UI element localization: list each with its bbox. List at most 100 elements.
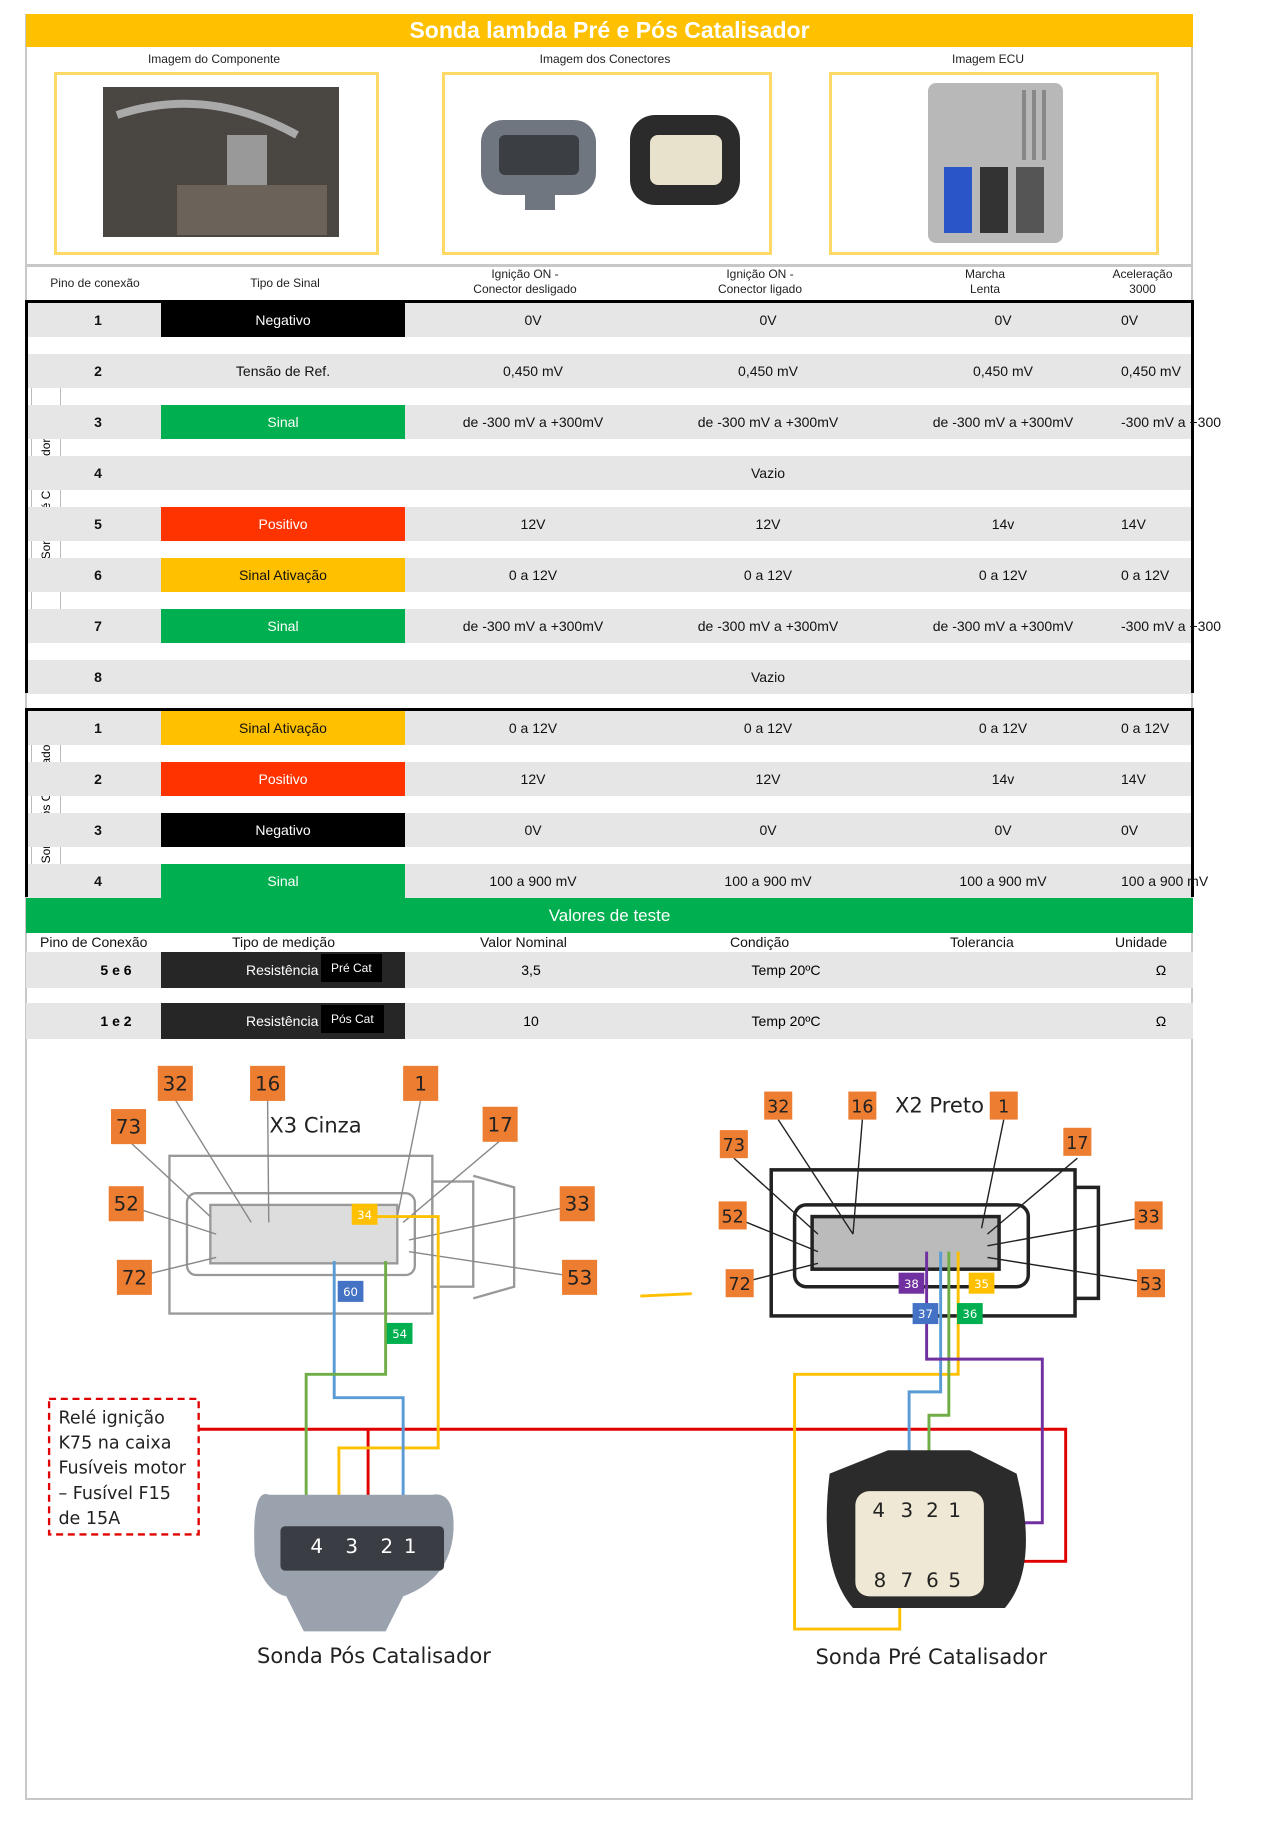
- pin-callout-box: [719, 1130, 748, 1159]
- test-values-title: Valores de teste: [26, 898, 1193, 933]
- value-c3: 0V: [524, 822, 542, 838]
- pin-number: 3: [94, 414, 102, 430]
- pin-callout-box: [848, 1091, 877, 1120]
- wire-tag: [898, 1272, 925, 1294]
- pin-number: 1: [94, 720, 102, 736]
- value-c5: de -300 mV a +300mV: [932, 618, 1074, 634]
- pin-callout-box: [1063, 1127, 1092, 1156]
- value-c3: 12V: [520, 516, 546, 532]
- header-text: Ignição ON -: [491, 267, 559, 281]
- value-c6: 14V: [1121, 771, 1146, 787]
- value-c6: 0,450 mV: [1121, 363, 1181, 379]
- pin-number: 1: [94, 312, 102, 328]
- pre-cat-pin-number: 1: [948, 1499, 961, 1522]
- value-c5: 100 a 900 mV: [959, 873, 1047, 889]
- pin-number: 2: [94, 771, 102, 787]
- test-header: Tipo de medição: [232, 934, 335, 950]
- header-text: Marcha: [964, 267, 1005, 281]
- header-pin: Pino de conexão: [50, 276, 140, 290]
- pin-callout-number: 72: [729, 1275, 751, 1295]
- pin-callout-number: 32: [163, 1072, 188, 1095]
- pin-callout-box: [559, 1186, 595, 1222]
- value-c5: 0V: [994, 822, 1012, 838]
- test-pins: 5 e 6: [100, 962, 132, 978]
- pin-callout-box: [157, 1065, 193, 1101]
- pin-callout-number: 33: [1137, 1207, 1159, 1227]
- relay-note-line: Fusíveis motor: [58, 1459, 186, 1479]
- test-unit: Ω: [1155, 1013, 1167, 1029]
- measure-type-label: Resistência: [246, 1013, 319, 1029]
- component-image: [54, 72, 379, 255]
- value-c4: 0V: [759, 822, 777, 838]
- post-cat-pin-number: 1: [404, 1535, 417, 1558]
- value-c6: 0V: [1121, 312, 1139, 328]
- pin-callout-box: [116, 1259, 152, 1295]
- header-ign-off: Ignição ON -Conector desligado: [430, 267, 620, 297]
- pin-callout-number: 33: [565, 1193, 590, 1216]
- value-c5: 0 a 12V: [978, 567, 1028, 583]
- header-text: Conector desligado: [473, 282, 577, 296]
- signal-type: Tensão de Ref.: [235, 363, 331, 379]
- pin-callout-number: 73: [116, 1116, 141, 1139]
- value-c5: 14v: [991, 771, 1015, 787]
- signal-type: Sinal: [161, 864, 405, 898]
- pin-callout-box: [403, 1065, 439, 1101]
- pin-callout-number: 17: [487, 1113, 512, 1136]
- pin-callout-box: [989, 1091, 1018, 1120]
- pin-callout-number: 53: [567, 1266, 592, 1289]
- test-header: Unidade: [1115, 934, 1168, 950]
- test-cond: Temp 20ºC: [751, 1013, 821, 1029]
- relay-note-line: de 15A: [58, 1509, 120, 1529]
- component-image-label: Imagem do Componente: [147, 52, 281, 66]
- wire-tag: [386, 1322, 413, 1344]
- value-c4: 12V: [755, 771, 781, 787]
- pin-number: 4: [94, 873, 102, 889]
- signal-type: Negativo: [161, 303, 405, 337]
- signal-type: Positivo: [161, 762, 405, 796]
- post-cat-caption: Sonda Pós Catalisador: [257, 1643, 491, 1668]
- post-cat-side-label: Sonda Pós Catalisador: [31, 721, 61, 883]
- pre-cat-caption: Sonda Pré Catalisador: [816, 1644, 1048, 1669]
- signal-type: Negativo: [161, 813, 405, 847]
- value-c6: 0 a 12V: [1121, 720, 1170, 736]
- relay-note-line: – Fusível F15: [58, 1484, 170, 1504]
- post-cat-pin-number: 2: [380, 1535, 393, 1558]
- test-cond: Temp 20ºC: [751, 962, 821, 978]
- ecu-photo: [928, 83, 1063, 243]
- value-c4: de -300 mV a +300mV: [697, 618, 839, 634]
- header-text: 3000: [1129, 282, 1156, 296]
- value-c5: 0,450 mV: [973, 363, 1033, 379]
- value-c4: 0V: [759, 312, 777, 328]
- pin-callout-box: [250, 1065, 286, 1101]
- pin-callout-number: 17: [1066, 1134, 1088, 1154]
- post-cat-pin-number: 4: [310, 1535, 323, 1558]
- pin-callout-box: [108, 1186, 144, 1222]
- value-c4: 0 a 12V: [743, 720, 793, 736]
- value-c3: de -300 mV a +300mV: [462, 414, 604, 430]
- wire-tag-number: 60: [343, 1285, 358, 1299]
- wire-tag: [912, 1303, 939, 1325]
- empty-pin-note: Vazio: [751, 669, 785, 685]
- value-c6: 14V: [1121, 516, 1146, 532]
- value-c5: 0V: [994, 312, 1012, 328]
- pin-callout-number: 32: [767, 1098, 789, 1118]
- pin-number: 3: [94, 822, 102, 838]
- oxygen-sensor-photo: [103, 87, 339, 237]
- value-c3: 0,450 mV: [503, 363, 563, 379]
- pin-callout-box: [1136, 1269, 1165, 1298]
- test-nominal: 3,5: [521, 962, 541, 978]
- relay-note-line: K75 na caixa: [58, 1434, 171, 1454]
- sensor-badge: Pós Cat: [321, 1005, 384, 1033]
- signal-type: Positivo: [161, 507, 405, 541]
- value-c3: 100 a 900 mV: [489, 873, 577, 889]
